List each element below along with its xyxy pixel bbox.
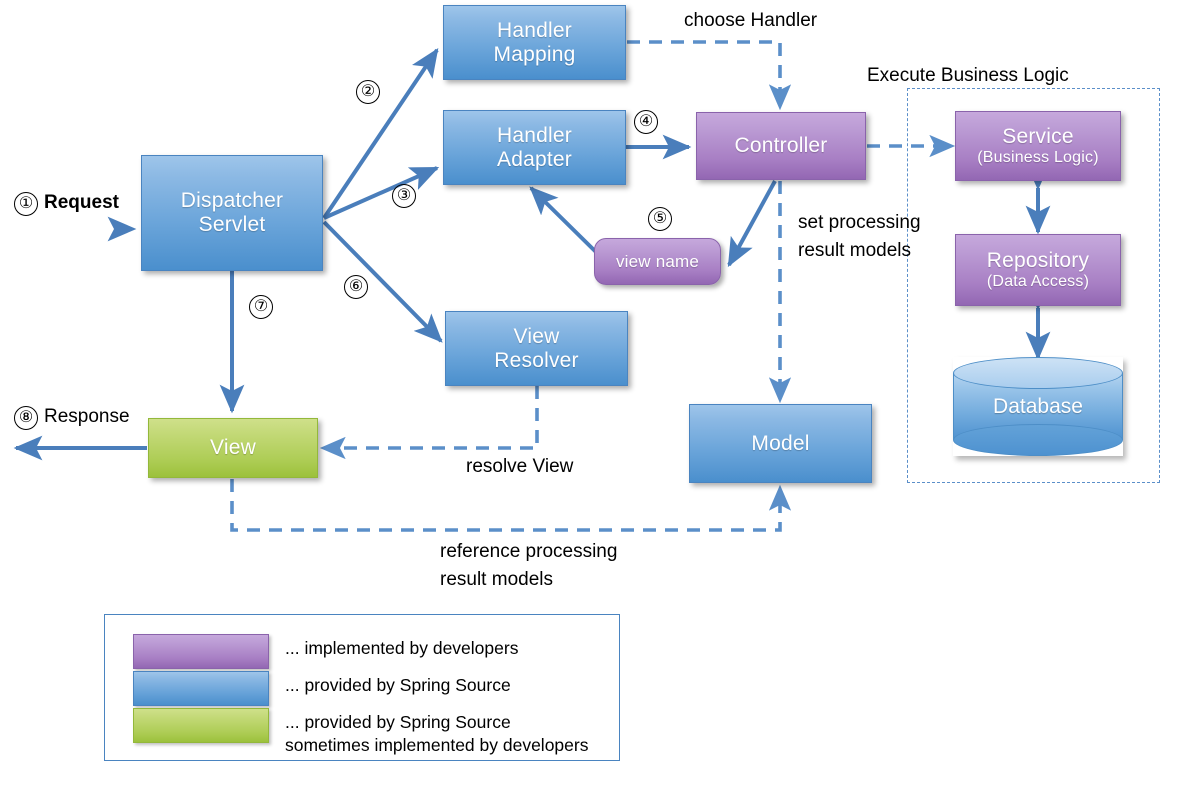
node-repository[interactable]: Repository (Data Access)	[955, 234, 1121, 306]
step-number-1: ①	[14, 192, 38, 216]
legend-swatch-blue	[133, 671, 269, 706]
node-model[interactable]: Model	[689, 404, 872, 483]
legend-swatch-green	[133, 708, 269, 743]
node-title: Model	[751, 431, 810, 455]
node-title: Handler	[497, 123, 572, 147]
node-title: Repository	[986, 248, 1090, 272]
node-view[interactable]: View	[148, 418, 318, 478]
label-set-processing-line1: set processing	[798, 212, 921, 233]
label-reference-processing-line1: reference processing	[440, 541, 618, 562]
label-execute-business-logic: Execute Business Logic	[867, 65, 1069, 86]
arrow-dispatcher-to-handler-adapter	[323, 166, 440, 220]
label-set-processing-line2: result models	[798, 240, 911, 261]
flow-resolve-view	[319, 386, 539, 460]
legend-label: ... provided by Spring Source	[285, 675, 511, 695]
label-choose-handler: choose Handler	[684, 10, 818, 31]
flow-choose-handler	[627, 40, 792, 111]
step-number-2: ②	[356, 80, 380, 104]
node-title: Service	[1002, 124, 1074, 148]
execute-business-logic-group	[907, 88, 1160, 483]
node-subtitle: Mapping	[493, 42, 576, 66]
node-title: Dispatcher	[180, 189, 284, 213]
step-number-6: ⑥	[344, 275, 368, 299]
node-view-resolver[interactable]: View Resolver	[445, 311, 628, 386]
label-response: Response	[44, 406, 130, 427]
legend-row: ... implemented by developers	[133, 634, 518, 669]
node-title: view name	[615, 251, 700, 271]
arrow-view-name-to-handler-adapter	[529, 186, 599, 255]
step-number-7: ⑦	[249, 295, 273, 319]
node-title: Handler	[497, 18, 572, 42]
node-service[interactable]: Service (Business Logic)	[955, 111, 1121, 181]
node-view-name[interactable]: view name	[594, 238, 721, 285]
arrow-dispatcher-to-handler-mapping	[322, 48, 439, 220]
label-resolve-view: resolve View	[466, 456, 574, 477]
arrow-dispatcher-to-view-resolver	[322, 220, 443, 343]
legend-row: ... provided by Spring Source sometimes …	[133, 708, 588, 757]
label-reference-processing-line2: result models	[440, 569, 553, 590]
node-handler-mapping[interactable]: Handler Mapping	[443, 5, 626, 80]
flow-view-to-model	[230, 479, 792, 532]
legend-row: ... provided by Spring Source	[133, 671, 511, 706]
node-title: View	[513, 324, 560, 348]
cylinder-bottom	[953, 424, 1123, 456]
node-subtitle: Resolver	[494, 348, 579, 372]
legend-label: ... provided by Spring Source sometimes …	[285, 712, 589, 756]
arrow-controller-to-view-name	[727, 180, 777, 268]
step-number-3: ③	[392, 184, 416, 208]
step-number-4: ④	[634, 110, 658, 134]
node-controller[interactable]: Controller	[696, 112, 866, 180]
step-number-8: ⑧	[14, 406, 38, 430]
legend-swatch-purple	[133, 634, 269, 669]
node-subtitle: Adapter	[497, 147, 572, 171]
cylinder-top	[953, 357, 1123, 389]
step-number-5: ⑤	[648, 207, 672, 231]
node-dispatcher-servlet[interactable]: Dispatcher Servlet	[141, 155, 323, 271]
node-subtitle: Servlet	[198, 213, 266, 236]
node-title: Controller	[734, 134, 828, 158]
legend-box: ... implemented by developers ... provid…	[104, 614, 620, 761]
legend-label: ... implemented by developers	[285, 638, 519, 658]
node-database[interactable]: Database	[953, 357, 1123, 456]
node-title: View	[210, 436, 256, 460]
node-subtitle: (Data Access)	[986, 273, 1090, 291]
label-request: Request	[44, 192, 119, 213]
node-title: Database	[993, 394, 1083, 418]
node-handler-adapter[interactable]: Handler Adapter	[443, 110, 626, 185]
node-subtitle: (Business Logic)	[977, 149, 1099, 167]
